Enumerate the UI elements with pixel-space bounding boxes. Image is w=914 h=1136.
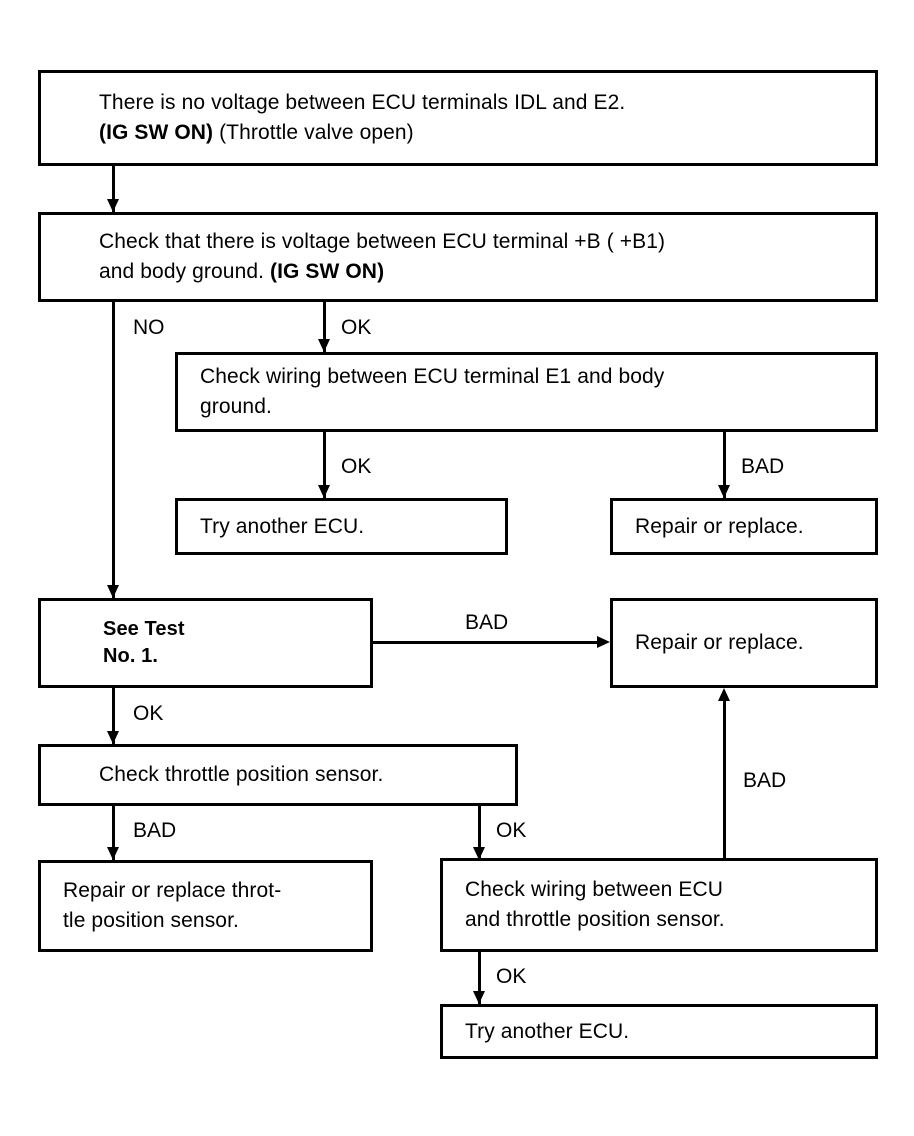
edge-no-branch [112, 302, 115, 598]
edge-label-ok-5: OK [496, 965, 527, 988]
node-check-tps-text: Check throttle position sensor. [99, 763, 384, 787]
node-check-b-voltage-text: Check that there is voltage between ECU … [41, 227, 665, 287]
edge-label-bad-1: BAD [741, 455, 785, 478]
edge-ok3-branch [112, 688, 115, 744]
node-check-e1-wiring: Check wiring between ECU terminal E1 and… [175, 352, 878, 432]
edge-ok1-branch [323, 302, 326, 352]
arrow-ok3-icon [107, 731, 119, 744]
node-try-another-ecu-1-text: Try another ECU. [200, 514, 365, 538]
node-repair-or-replace-2: Repair or replace. [610, 598, 878, 688]
arrow-no-branch-icon [107, 585, 119, 598]
edge-label-ok-3: OK [133, 702, 164, 725]
node-symptom-line2-bold: (IG SW ON) [99, 121, 214, 144]
node-see-test-no-1-text: See Test No. 1. [103, 618, 185, 667]
arrow-bad1-icon [718, 485, 730, 498]
node-see-test-no-1: See Test No. 1. [38, 598, 373, 688]
edge-label-bad-4: BAD [743, 769, 787, 792]
arrow-ok5-icon [473, 991, 485, 1004]
node-symptom-line1: There is no voltage between ECU terminal… [99, 91, 626, 115]
node-check-b-line2-bold: (IG SW ON) [270, 260, 385, 283]
arrow-ok2-icon [318, 485, 330, 498]
node-try-another-ecu-2-text: Try another ECU. [465, 1019, 630, 1043]
node-repair-or-replace-tps-text: Repair or replace throt- tle position se… [63, 879, 282, 932]
node-try-another-ecu-1: Try another ECU. [175, 498, 508, 555]
node-symptom-text: There is no voltage between ECU terminal… [41, 88, 625, 148]
edge-ok2-branch [323, 432, 326, 498]
edge-bad2-branch [373, 641, 597, 644]
node-repair-or-replace-1: Repair or replace. [610, 498, 878, 555]
arrow-bad3-icon [107, 847, 119, 860]
edge-symptom-to-check-b [112, 166, 115, 212]
node-check-e1-wiring-text: Check wiring between ECU terminal E1 and… [200, 365, 665, 418]
arrow-symptom-to-check-b-icon [107, 199, 119, 212]
node-repair-or-replace-tps: Repair or replace throt- tle position se… [38, 860, 373, 952]
edge-label-no: NO [133, 316, 165, 339]
node-repair-or-replace-2-text: Repair or replace. [635, 631, 804, 655]
edge-ok5-branch [478, 952, 481, 1004]
arrow-bad2-icon [597, 636, 610, 648]
node-symptom: There is no voltage between ECU terminal… [38, 70, 878, 166]
node-check-tps-wiring: Check wiring between ECU and throttle po… [440, 858, 878, 952]
edge-label-ok-2: OK [341, 455, 372, 478]
edge-ok4-branch [478, 806, 481, 860]
edge-bad4-branch [723, 697, 726, 858]
edge-label-ok-4: OK [496, 819, 527, 842]
edge-label-ok-1: OK [341, 316, 372, 339]
edge-bad1-branch [723, 432, 726, 498]
node-check-b-voltage: Check that there is voltage between ECU … [38, 212, 878, 302]
node-check-tps-wiring-text: Check wiring between ECU and throttle po… [465, 878, 725, 931]
arrow-bad4-icon [718, 688, 730, 701]
node-try-another-ecu-2: Try another ECU. [440, 1004, 878, 1059]
arrow-ok4-icon [473, 847, 485, 860]
node-check-tps: Check throttle position sensor. [38, 744, 518, 806]
edge-label-bad-3: BAD [133, 819, 177, 842]
edge-label-bad-2: BAD [465, 611, 509, 634]
edge-bad3-branch [112, 806, 115, 860]
node-check-b-line1: Check that there is voltage between ECU … [99, 230, 666, 254]
node-repair-or-replace-1-text: Repair or replace. [635, 514, 804, 538]
node-symptom-line2-rest: (Throttle valve open) [213, 121, 414, 144]
arrow-ok1-icon [318, 339, 330, 352]
node-check-b-line2-rest: and body ground. [99, 260, 271, 283]
